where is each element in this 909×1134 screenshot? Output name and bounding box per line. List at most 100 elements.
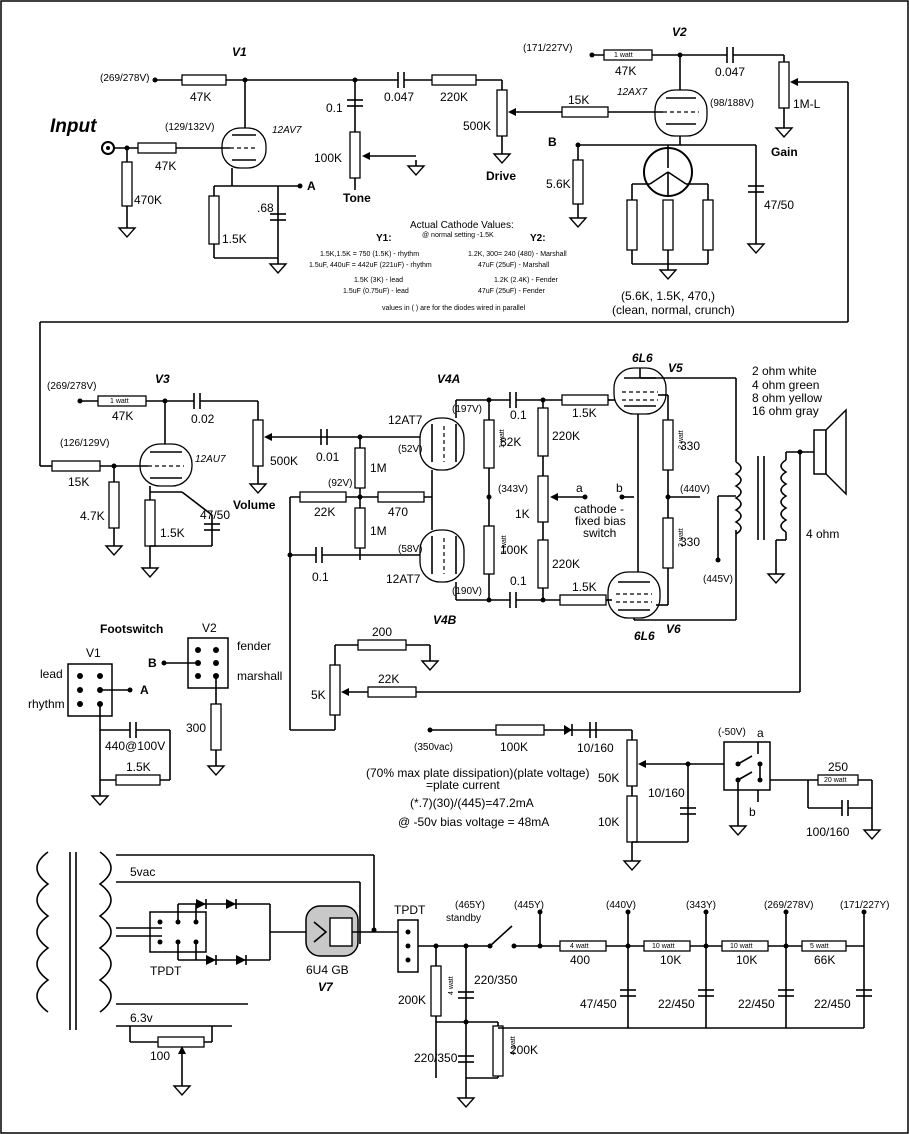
svg-text:Footswitch: Footswitch	[100, 622, 163, 636]
svg-text:(5.6K, 1.5K, 470,): (5.6K, 1.5K, 470,)	[621, 289, 715, 303]
svg-text:82K: 82K	[500, 435, 521, 449]
svg-text:1.5K (3K) - lead: 1.5K (3K) - lead	[354, 277, 403, 284]
svg-text:1.5uF, 440uF = 442uF (221uF) -: 1.5uF, 440uF = 442uF (221uF) - rhythm	[309, 262, 432, 269]
svg-text:0.1: 0.1	[510, 408, 527, 422]
svg-text:Actual Cathode Values:: Actual Cathode Values:	[410, 220, 514, 231]
svg-text:(52V): (52V)	[398, 444, 422, 455]
svg-text:47K: 47K	[190, 90, 211, 104]
svg-text:0.1: 0.1	[510, 574, 527, 588]
svg-text:(269/278V): (269/278V)	[47, 381, 96, 392]
gain-pot[interactable]	[778, 61, 790, 109]
bias-supply: (350vac) 100K 10/160 50K 10K 10/160 (70%…	[366, 722, 881, 871]
svg-text:1 watt: 1 watt	[110, 398, 129, 405]
svg-text:(70% max plate dissipation)(pl: (70% max plate dissipation)(plate voltag…	[366, 766, 589, 780]
svg-text:12AT7: 12AT7	[388, 413, 423, 427]
svg-text:fixed bias: fixed bias	[575, 514, 626, 528]
svg-text:1 watt: 1 watt	[614, 52, 633, 59]
svg-text:4 watt: 4 watt	[448, 976, 455, 995]
svg-text:cathode -: cathode -	[574, 502, 624, 516]
svg-text:(269/278V): (269/278V)	[764, 900, 813, 911]
v4a-tube	[419, 417, 465, 471]
svg-text:6.3v: 6.3v	[130, 1011, 153, 1025]
v3-tube	[139, 443, 193, 487]
svg-text:(98/188V): (98/188V)	[710, 98, 754, 109]
v1-tube-type: 12AV7	[272, 125, 302, 136]
svg-text:47uF (25uF) - Marshall: 47uF (25uF) - Marshall	[478, 262, 550, 269]
svg-text:500K: 500K	[463, 119, 491, 133]
volume-pot[interactable]	[252, 419, 264, 467]
svg-text:0.02: 0.02	[191, 412, 215, 426]
svg-text:0.1: 0.1	[312, 570, 329, 584]
svg-text:16 ohm gray: 16 ohm gray	[752, 404, 819, 418]
bias-adjust-pot[interactable]	[626, 739, 638, 787]
svg-text:1M-L: 1M-L	[793, 97, 821, 111]
drive-pot[interactable]	[496, 89, 508, 137]
svg-text:10 watt: 10 watt	[652, 943, 675, 950]
svg-text:a: a	[757, 726, 764, 740]
svg-text:(445Y): (445Y)	[514, 900, 544, 911]
svg-text:(445V): (445V)	[703, 574, 733, 585]
power-stage: 6L6 V5 1.5K 6L6 V6 1.5K 2 watt 330	[559, 351, 847, 692]
svg-text:a: a	[576, 481, 583, 495]
hum-balance-pot[interactable]	[157, 1036, 205, 1048]
standby-switch[interactable]	[489, 925, 513, 947]
svg-text:(465Y): (465Y)	[455, 900, 485, 911]
svg-text:4 watt: 4 watt	[510, 1036, 517, 1055]
svg-text:47uF (25uF) - Fender: 47uF (25uF) - Fender	[478, 288, 546, 295]
svg-text:V7: V7	[318, 980, 334, 994]
svg-text:10/160: 10/160	[577, 741, 614, 755]
svg-text:A: A	[307, 179, 316, 193]
footswitch: Footswitch V1 V2 lead rhythm A 440@100V …	[28, 621, 282, 806]
svg-text:220/350: 220/350	[414, 1051, 458, 1065]
svg-text:(440V): (440V)	[680, 484, 710, 495]
svg-text:.68: .68	[257, 201, 274, 215]
svg-text:=plate current: =plate current	[426, 778, 500, 792]
svg-text:6L6: 6L6	[634, 629, 655, 643]
svg-text:b: b	[749, 805, 756, 819]
presence-pot[interactable]	[329, 664, 341, 716]
svg-text:switch: switch	[583, 526, 616, 540]
svg-text:1K: 1K	[515, 507, 530, 521]
feedback-loop: 200 5K 22K	[290, 625, 800, 731]
svg-text:Drive: Drive	[486, 169, 516, 183]
svg-text:0.1: 0.1	[326, 101, 343, 115]
svg-text:V4B: V4B	[433, 613, 457, 627]
svg-text:1.2K (2.4K) - Fender: 1.2K (2.4K) - Fender	[494, 277, 558, 284]
v1-plate-resistor	[181, 74, 227, 86]
cathode-values-notes: Actual Cathode Values: @ normal setting …	[309, 220, 567, 312]
svg-text:(92V): (92V)	[328, 478, 352, 489]
svg-text:6L6: 6L6	[632, 351, 653, 365]
mains-transformer-secondary	[98, 851, 112, 1013]
svg-text:47/450: 47/450	[580, 997, 617, 1011]
bias-mode-switch[interactable]	[723, 741, 771, 791]
svg-text:(171/227V): (171/227V)	[523, 43, 572, 54]
svg-text:66K: 66K	[814, 953, 835, 967]
svg-text:47K: 47K	[155, 159, 176, 173]
svg-text:330: 330	[680, 439, 700, 453]
svg-text:2 watt: 2 watt	[678, 528, 685, 547]
v2-tube	[654, 89, 708, 137]
tone-pot[interactable]	[349, 131, 361, 179]
svg-text:5.6K: 5.6K	[546, 177, 571, 191]
svg-text:B: B	[548, 135, 557, 149]
svg-text:470: 470	[388, 505, 408, 519]
output-transformer-primary	[734, 461, 742, 535]
svg-text:1M: 1M	[370, 524, 387, 538]
svg-text:(190V): (190V)	[452, 586, 482, 597]
svg-text:8 ohm yellow: 8 ohm yellow	[752, 391, 822, 405]
svg-text:b: b	[616, 481, 623, 495]
svg-text:220K: 220K	[552, 557, 580, 571]
svg-text:47K: 47K	[615, 64, 636, 78]
svg-text:47/50: 47/50	[200, 508, 230, 522]
svg-text:10/160: 10/160	[648, 786, 685, 800]
svg-text:rhythm: rhythm	[28, 697, 65, 711]
svg-text:5vac: 5vac	[130, 865, 155, 879]
svg-text:V4A: V4A	[437, 372, 460, 386]
svg-text:100K: 100K	[500, 543, 528, 557]
svg-text:100: 100	[150, 1049, 170, 1063]
mains-transformer-primary	[36, 851, 50, 1013]
svg-text:5K: 5K	[311, 688, 326, 702]
svg-text:100/160: 100/160	[806, 825, 850, 839]
svg-text:A: A	[140, 683, 149, 697]
